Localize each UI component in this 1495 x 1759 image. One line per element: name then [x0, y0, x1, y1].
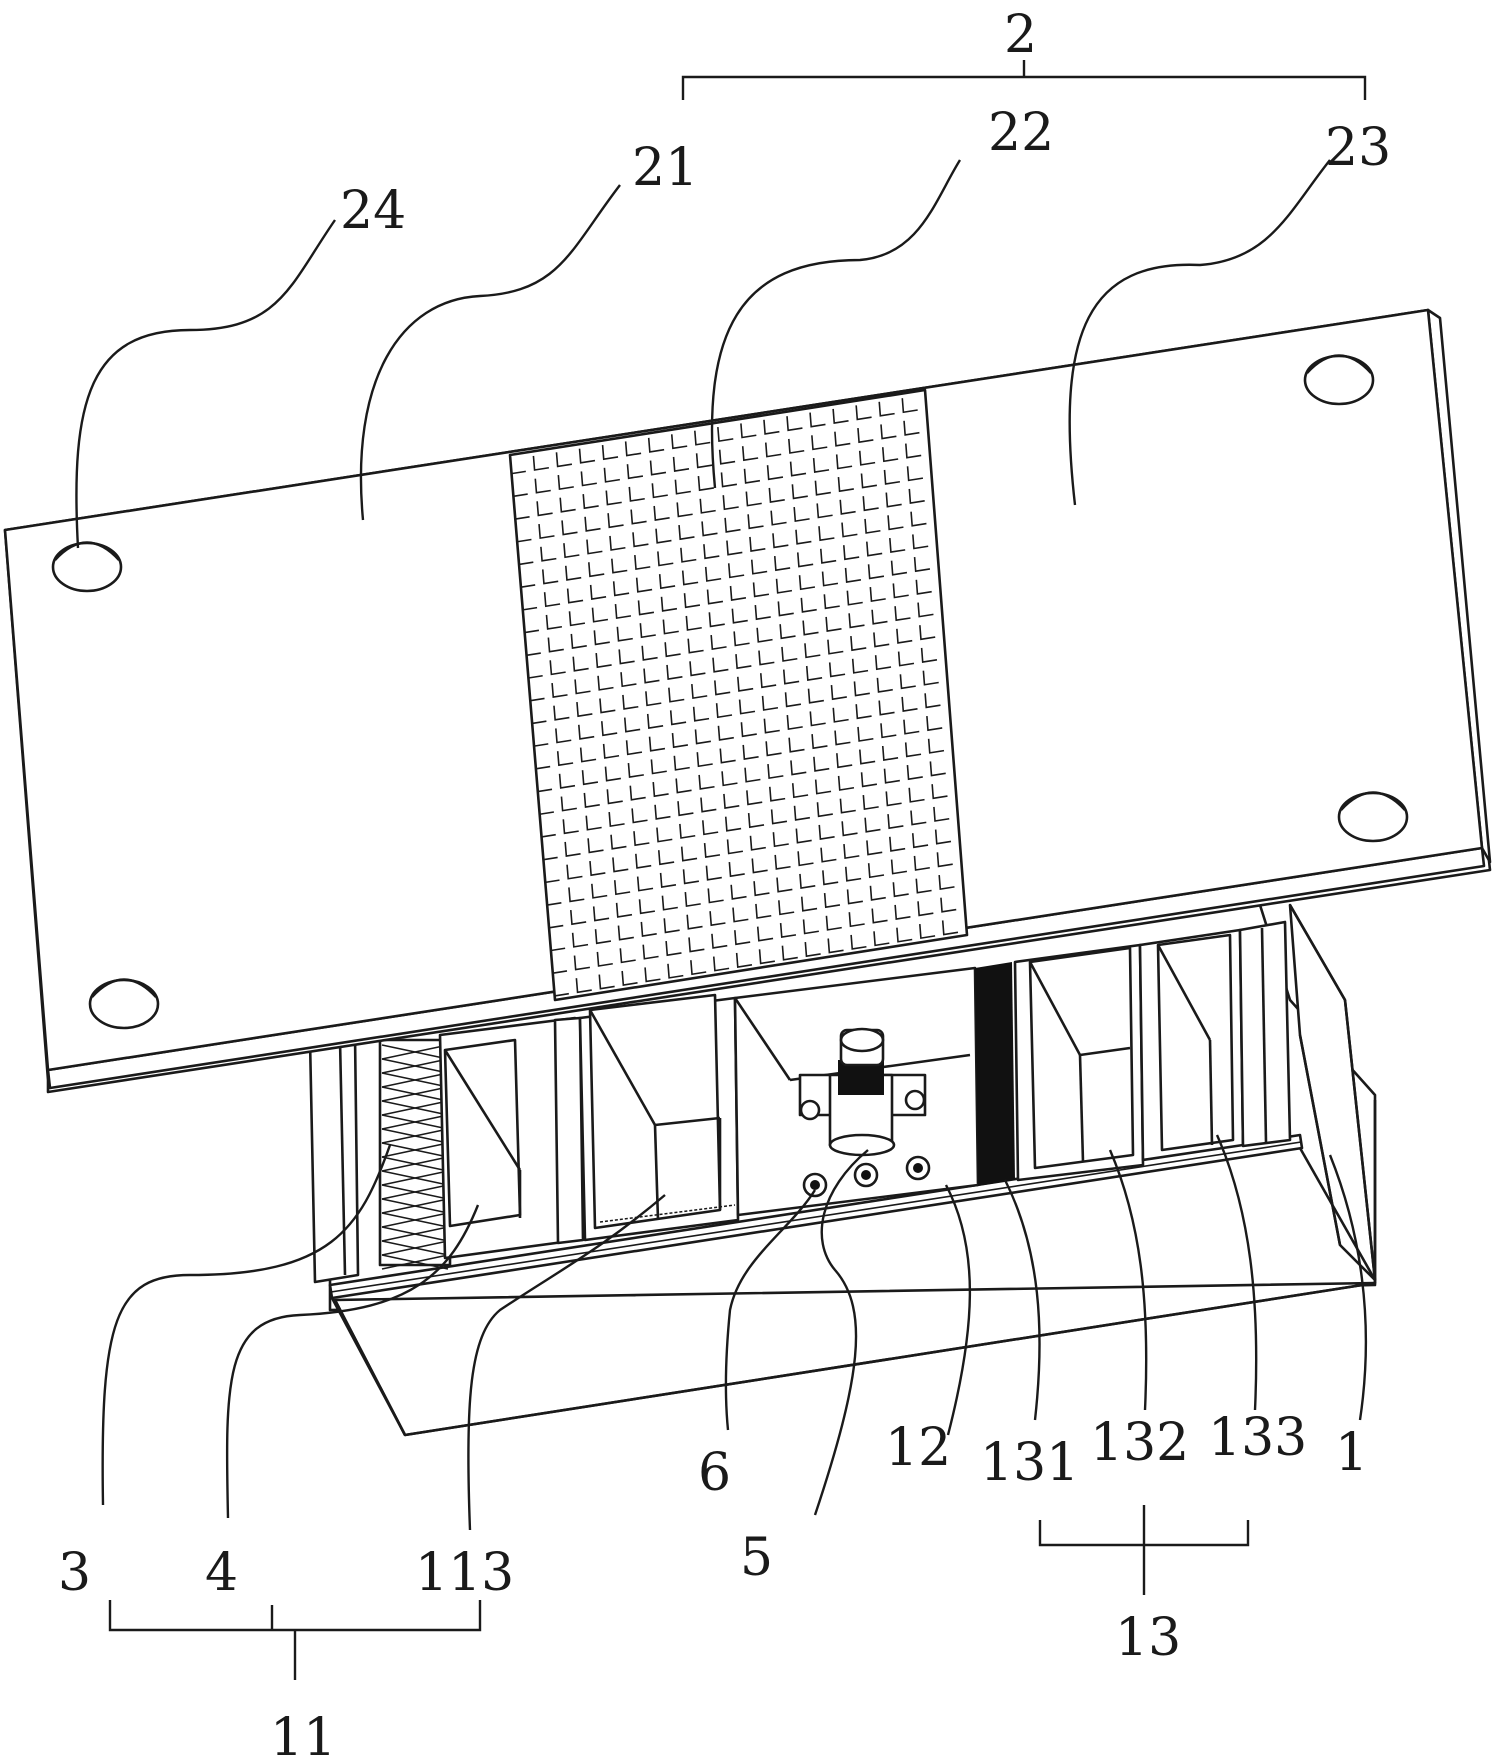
grid-pattern: [509, 398, 959, 997]
label-23: 23: [1325, 118, 1391, 178]
cover-plate: [3, 308, 1492, 1094]
label-24: 24: [340, 181, 406, 241]
filter-mesh: [381, 1044, 449, 1270]
leader-lines: [75, 60, 1368, 1680]
label-3: 3: [58, 1543, 91, 1603]
screws: [802, 1155, 931, 1198]
label-133: 133: [1208, 1408, 1307, 1468]
center-compartment: [733, 966, 980, 1217]
left-compartments: [308, 993, 740, 1284]
label-132: 132: [1090, 1413, 1189, 1473]
label-6: 6: [698, 1443, 731, 1503]
label-131: 131: [980, 1433, 1079, 1493]
label-11: 11: [270, 1708, 336, 1759]
mounting-holes: [51, 354, 1409, 1030]
adjustment-knob: [798, 1027, 927, 1157]
label-12: 12: [885, 1418, 951, 1478]
label-113: 113: [415, 1543, 514, 1603]
label-4: 4: [205, 1543, 238, 1603]
label-22: 22: [988, 103, 1054, 163]
label-13: 13: [1115, 1608, 1181, 1668]
label-1: 1: [1335, 1423, 1368, 1483]
reference-labels: 2 21 22 23 24 3 4 113 11 6 5 12 131 132 …: [58, 5, 1391, 1759]
label-2: 2: [1004, 5, 1037, 65]
right-compartments: [975, 920, 1292, 1186]
label-5: 5: [740, 1528, 773, 1588]
label-21: 21: [632, 138, 698, 198]
